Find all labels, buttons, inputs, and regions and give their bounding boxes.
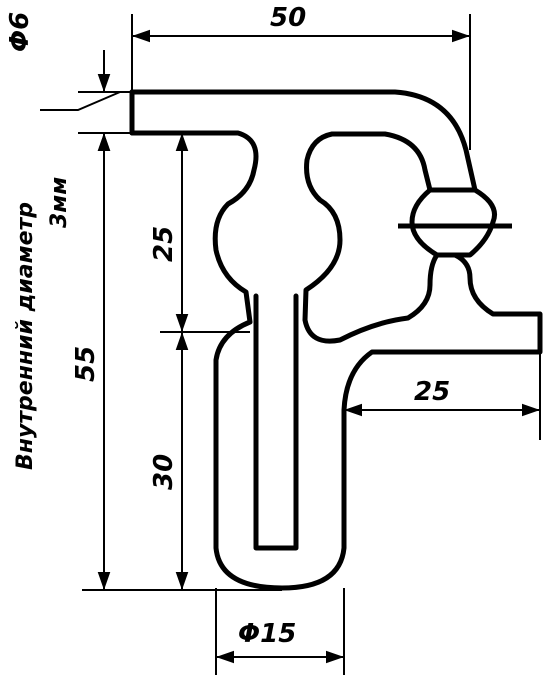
inner-diameter-note: Внутренний диаметр bbox=[13, 202, 38, 470]
dimension-lines bbox=[40, 14, 541, 675]
inner-diameter-value: 3мм bbox=[47, 177, 72, 228]
dim-phi6-label: Φ6 bbox=[5, 12, 35, 52]
stopcock-barrel bbox=[409, 187, 497, 258]
inner-capillary bbox=[253, 293, 299, 551]
dim-30-label: 30 bbox=[149, 454, 179, 490]
dim-25-vertical-label: 25 bbox=[149, 226, 179, 262]
inlet-tube-outer bbox=[129, 89, 478, 193]
bulb-chamber-outer bbox=[129, 130, 543, 591]
dim-50-label: 50 bbox=[270, 3, 306, 33]
dim-55-label: 55 bbox=[71, 346, 101, 382]
apparatus-outline bbox=[129, 89, 543, 591]
dim-25-horizontal-label: 25 bbox=[414, 377, 450, 407]
dim-phi15-label: Φ15 bbox=[238, 619, 296, 649]
